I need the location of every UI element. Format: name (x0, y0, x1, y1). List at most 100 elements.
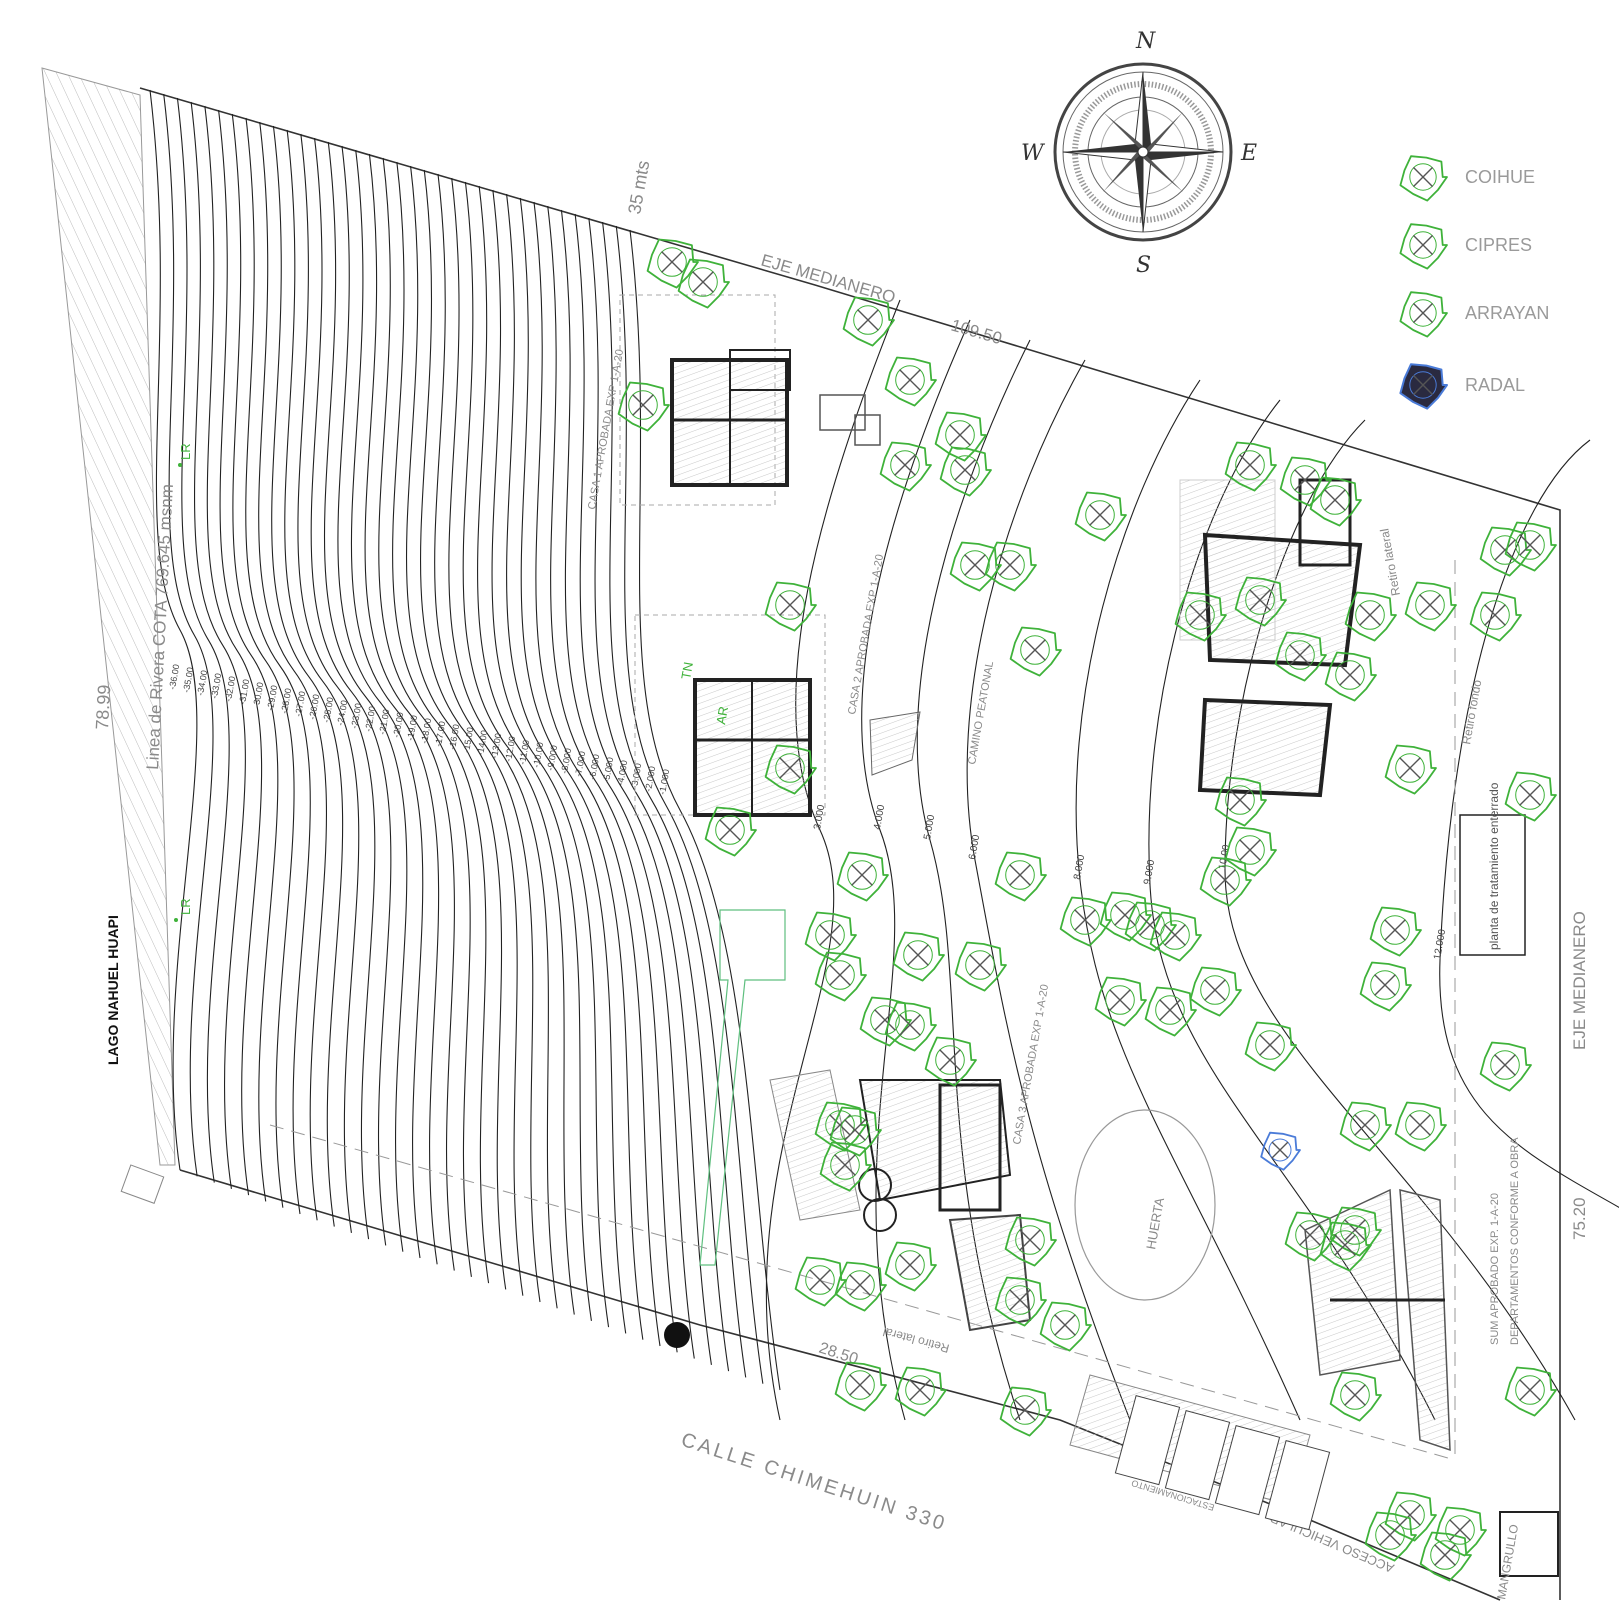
contour-line (392, 161, 490, 1284)
garden-label: HUERTA (1143, 1196, 1167, 1250)
lr-marker: LR (178, 898, 193, 915)
legend-label: COIHUE (1465, 167, 1535, 187)
tree-icon (1399, 223, 1448, 270)
contour-label: -31.00 (237, 678, 251, 705)
tree-icon (894, 1366, 947, 1417)
compass-w: W (1021, 141, 1046, 166)
tree-icon (1399, 291, 1448, 338)
tree-icon (1344, 591, 1397, 642)
tree-icon (1094, 976, 1147, 1027)
contour-line (861, 319, 971, 1421)
contour-line (519, 197, 644, 1340)
walkway-outline (699, 909, 786, 1266)
contour-label: -23.00 (349, 702, 363, 729)
tree-icon (1469, 591, 1522, 642)
contour-line (149, 89, 198, 1171)
tree-icon (1260, 1131, 1301, 1171)
contour-label: -1.000 (657, 768, 671, 795)
property-boundary (139, 87, 1561, 1600)
tree-icon (704, 806, 757, 857)
tree-icon (879, 441, 932, 492)
street-label: CALLE CHIMEHUIN 330 (678, 1429, 949, 1536)
tree-icon (1339, 1101, 1392, 1152)
tree-icon (994, 851, 1047, 902)
tree-icon (1504, 1366, 1557, 1417)
contour-line (1439, 439, 1619, 1208)
contour-line (271, 125, 344, 1227)
tree-icon (859, 996, 912, 1047)
contour-label: -17.00 (433, 720, 447, 747)
contour-label: -30.00 (251, 681, 265, 708)
legend-label: ARRAYAN (1465, 303, 1549, 323)
contour-label: -6.000 (587, 753, 601, 780)
contour-label: -4.000 (615, 759, 629, 786)
contour-line (204, 105, 263, 1196)
contour-line (448, 177, 558, 1309)
tree-icon (954, 941, 1007, 992)
tree-icon (819, 1141, 872, 1192)
survey-point (664, 1322, 690, 1348)
tree-icon (1419, 1531, 1472, 1582)
contour-label: -16.00 (447, 723, 461, 750)
tree-icon (1039, 1301, 1092, 1352)
contour-line (506, 193, 627, 1334)
contour-line (615, 225, 764, 1384)
east-axis-label: EJE MEDIANERO (1570, 911, 1589, 1050)
treatment-plant: planta de tratamiento enterrado (1459, 782, 1526, 956)
tree-icon (842, 296, 895, 347)
contour-label: 9.000 (1142, 859, 1157, 886)
tree-icon (1244, 1021, 1297, 1072)
tree-icon (677, 258, 730, 309)
contour-line (297, 133, 376, 1240)
departments-label: DEPARTAMENTOS CONFORME A OBRA (1509, 1137, 1521, 1345)
tree-icon (1144, 986, 1197, 1037)
contour-label: -2.000 (643, 765, 657, 792)
contour-lines (149, 89, 1619, 1421)
tree-icon (884, 356, 937, 407)
contour-line (491, 189, 610, 1328)
contour-line (323, 141, 408, 1252)
contour-label: -35.00 (181, 666, 195, 693)
contour-label: -34.00 (195, 669, 209, 696)
tree-icon (999, 1386, 1052, 1437)
contour-line (310, 137, 392, 1246)
north-length-label: 109.50 (949, 316, 1004, 349)
contour-line (378, 157, 472, 1277)
contour-label: -26.00 (307, 693, 321, 720)
contour-line (547, 205, 678, 1353)
tree-icon (1369, 906, 1422, 957)
east-length-label: 75.20 (1570, 1197, 1589, 1240)
tree-icon (1189, 966, 1242, 1017)
contour-line (629, 229, 781, 1391)
contour-label: -7.000 (573, 750, 587, 777)
tree-icon (1364, 1511, 1417, 1562)
treatment-label: planta de tratamiento enterrado (1487, 782, 1501, 950)
contour-label: -9.000 (545, 744, 559, 771)
contour-label: 3.000 (812, 804, 827, 831)
contour-label: -18.00 (419, 717, 433, 744)
footpath-label: CAMINO PEATONAL (966, 660, 996, 765)
contour-line (364, 153, 455, 1271)
tree-icon (1479, 1041, 1532, 1092)
tree-icon (1404, 581, 1457, 632)
contour-label: 6.000 (967, 834, 982, 861)
tree-icon (804, 911, 857, 962)
contour-line (350, 149, 440, 1265)
tree-icon (1059, 896, 1112, 947)
tn-marker: TN (678, 661, 696, 681)
radal-tree-icon (1399, 363, 1448, 410)
contour-line (218, 109, 279, 1202)
contour-label: -13.00 (489, 732, 503, 759)
contour-label: 8.000 (1072, 854, 1087, 881)
tree-icon (1224, 826, 1277, 877)
tree-icon (892, 931, 945, 982)
legend-label: RADAL (1465, 375, 1525, 395)
trees-layer (617, 238, 1557, 1582)
contour-label: -20.00 (391, 711, 405, 738)
contour-line (574, 213, 712, 1365)
contour-line (337, 145, 424, 1259)
tree-icon (1284, 1211, 1337, 1262)
contour-label: -11.00 (517, 739, 531, 765)
tree-icon (829, 1106, 882, 1157)
tree-icon (764, 744, 817, 795)
